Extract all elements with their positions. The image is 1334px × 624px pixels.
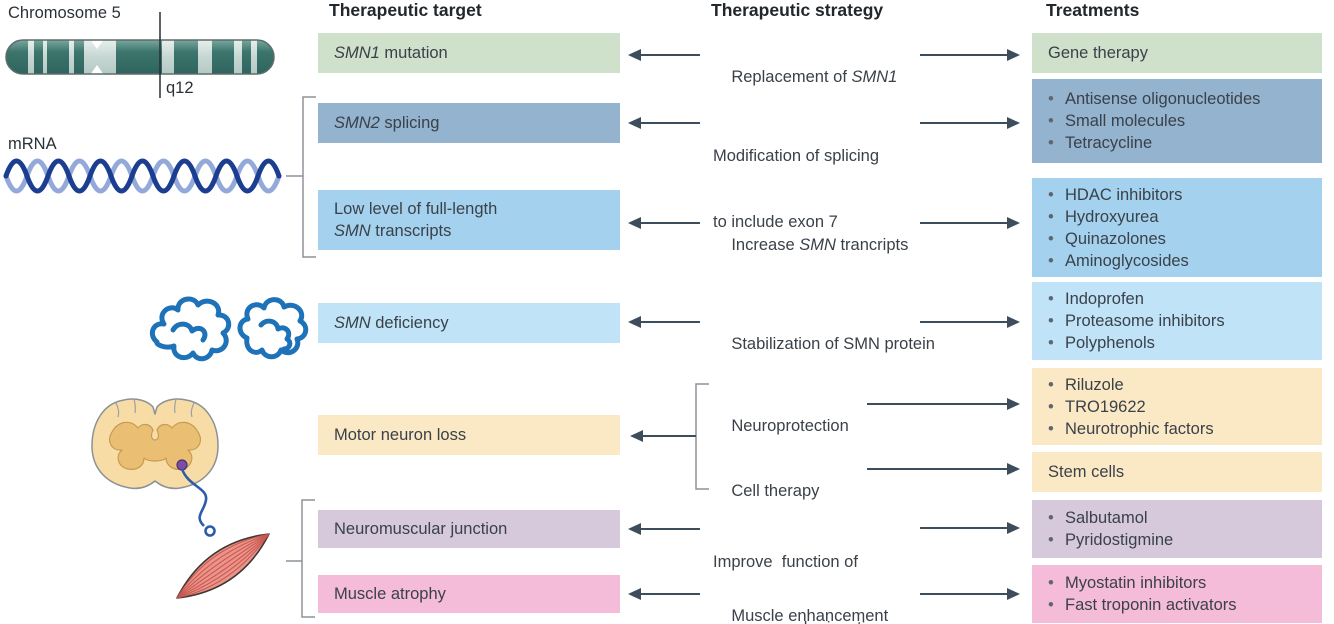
treatment-item: Tetracycline [1048,132,1316,154]
q12-locus-label: q12 [166,79,194,97]
treatment-item: Proteasome inhibitors [1048,310,1316,332]
treatment-item: Indoprofen [1048,288,1316,310]
spinal-cord-illustration [91,398,219,490]
target-box-smn1-mutation: SMN1 mutation [318,33,620,73]
gene-name: SMN [334,314,371,332]
arrow-right-splicing-treatments [920,116,1020,130]
treatment-item: Hydroxyurea [1048,206,1316,228]
treatment-box-gene-therapy: Gene therapy [1032,33,1322,73]
treatment-item: Salbutamol [1048,507,1316,529]
strategy-modification-of-splicing: Modification of splicing to include exon… [713,147,879,231]
arrow-left-muscle-enhancement [628,587,700,601]
treatment-item: HDAC inhibitors [1048,184,1316,206]
muscle-illustration [176,533,270,599]
treatment-box-nmj-drugs: Salbutamol Pyridostigmine [1032,500,1322,558]
column-header-treatments: Treatments [1046,0,1140,20]
mrna-illustration [3,158,282,194]
motor-neuron-axon [180,468,216,537]
arrow-left-replacement [628,48,700,62]
strategy-improve-nmj-function: Improve function of neuromuscular juncti… [713,553,884,624]
strategy-neuroprotection: Neuroprotection [731,417,849,435]
strategy-stabilization-smn-protein: Stabilization of SMN protein [731,335,935,353]
column-header-therapeutic-target: Therapeutic target [329,0,482,20]
target-box-low-full-length-smn: Low level of full-length SMN transcripts [318,190,620,250]
target-box-smn-deficiency: SMN deficiency [318,303,620,343]
arrow-right-muscle-treatments [920,587,1020,601]
arrow-left-splicing [628,116,700,130]
treatment-item: Quinazolones [1048,228,1316,250]
mrna-label: mRNA [8,135,57,153]
treatment-box-splicing-drugs: Antisense oligonucleotides Small molecul… [1032,79,1322,163]
treatment-item: Polyphenols [1048,332,1316,354]
treatment-box-stabilization-drugs: Indoprofen Proteasome inhibitors Polyphe… [1032,282,1322,360]
column-header-therapeutic-strategy: Therapeutic strategy [711,0,884,20]
treatment-item: Myostatin inhibitors [1048,572,1316,594]
arrow-right-transcript-treatments [920,216,1020,230]
arrow-left-stabilization [628,315,700,329]
treatment-box-muscle-drugs: Myostatin inhibitors Fast troponin activ… [1032,565,1322,623]
strategy-increase-smn-transcripts: Increase SMN trancripts [731,236,909,254]
spinal-cord-muscle-illustration [91,398,270,599]
target-box-motor-neuron-loss: Motor neuron loss [318,415,620,455]
strategy-cell-therapy: Cell therapy [731,482,820,500]
treatment-item: TRO19622 [1048,396,1316,418]
bracket-muscle-targets [286,499,315,618]
treatment-item: Antisense oligonucleotides [1048,88,1316,110]
treatment-box-stem-cells: Stem cells [1032,452,1322,492]
gene-name: SMN1 [334,44,380,62]
arrow-left-nmj [628,522,700,536]
arrow-right-nmj-treatments [920,521,1020,535]
gene-name: SMN1 [851,68,898,86]
treatment-item: Neurotrophic factors [1048,418,1316,440]
arrow-left-increase-transcripts [628,216,700,230]
gene-name: SMN [799,236,836,254]
target-box-neuromuscular-junction: Neuromuscular junction [318,510,620,548]
treatment-item: Small molecules [1048,110,1316,132]
gene-name: SMN2 [334,114,380,132]
chromosome-label: Chromosome 5 [8,4,121,22]
arrow-right-gene-therapy [920,48,1020,62]
gene-name: SMN [334,222,371,240]
strategy-muscle-enhancement: Muscle enhancement [731,607,889,624]
treatment-item: Fast troponin activators [1048,594,1316,616]
treatment-item: Pyridostigmine [1048,529,1316,551]
smn-protein-illustration [149,296,309,362]
arrow-right-stabilization-treatments [920,315,1020,329]
bracket-mrna-targets [286,96,316,258]
target-box-smn2-splicing: SMN2 splicing [318,103,620,143]
treatment-item: Aminoglycosides [1048,250,1316,272]
treatment-box-transcript-drugs: HDAC inhibitors Hydroxyurea Quinazolones… [1032,178,1322,277]
treatment-box-neuroprotection-drugs: Riluzole TRO19622 Neurotrophic factors [1032,368,1322,445]
arrow-right-stem-cells [867,462,1020,476]
target-box-muscle-atrophy: Muscle atrophy [318,575,620,613]
strategy-replacement-of-smn1: Replacement of SMN1 [731,68,898,86]
arrow-left-motor-neuron [630,429,696,443]
treatment-item: Riluzole [1048,374,1316,396]
arrow-right-neuroprotection-treatments [867,397,1020,411]
chromosome-illustration [5,12,275,98]
